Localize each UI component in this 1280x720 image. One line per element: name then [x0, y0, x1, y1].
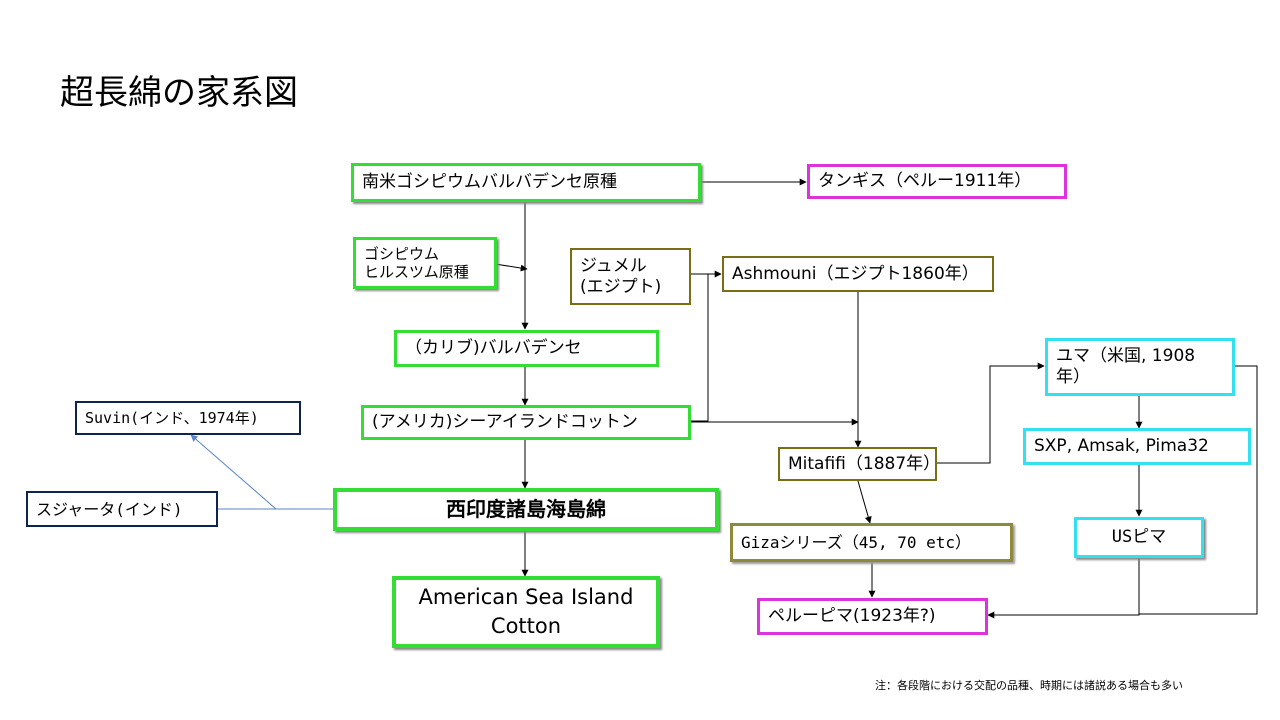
giza-label: Gizaシリーズ（45, 70 etc）: [741, 533, 972, 552]
node-american-sea-island-jp: (アメリカ)シーアイランドコットン: [361, 405, 691, 440]
node-peru-pima: ペルーピマ(1923年?): [757, 598, 988, 635]
node-south-american-origin: 南米ゴシピウムバルバデンセ原種: [351, 163, 701, 202]
node-tanguis: タンギス（ペルー1911年）: [807, 164, 1067, 199]
node-caribbean-barbadense: （カリブ)バルバデンセ: [394, 330, 659, 367]
footnote: 注：各段階における交配の品種、時期には諸説ある場合も多い: [875, 679, 1183, 692]
node-sxp-amsak-pima32: SXP, Amsak, Pima32: [1023, 428, 1251, 465]
node-yuma: ユマ（米国, 1908 年）: [1045, 338, 1235, 396]
node-us-pima: USピマ: [1074, 517, 1204, 558]
edge-sujata-to-suvin: [190, 434, 277, 510]
node-mitafifi: Mitafifi（1887年）: [778, 447, 940, 481]
slide-title: 超長綿の家系図: [60, 73, 298, 113]
node-american-sea-island-cotton: American Sea Island Cotton: [392, 576, 660, 648]
edge-mitafifi-to-yuma: [936, 362, 1045, 464]
edge-mitafifi-to-giza: [857, 480, 872, 524]
node-giza-series: Gizaシリーズ（45, 70 etc）: [730, 523, 1013, 562]
node-jumel: ジュメル (エジプト): [570, 248, 691, 305]
node-ashmouni: Ashmouni（エジプト1860年）: [722, 256, 994, 292]
node-hirsutum-origin: ゴシピウム ヒルスツム原種: [353, 237, 497, 289]
edge-hirsutum-to-trunk: [494, 263, 528, 272]
edge-american-to-ashmouni: [690, 274, 709, 422]
edge-uspima-to-perupima: [987, 558, 1140, 619]
node-west-indian-sea-island: 西印度諸島海島綿: [333, 488, 719, 531]
edge-yuma-to-perupima: [1139, 365, 1258, 615]
node-sujata: スジャータ(インド): [26, 491, 218, 527]
node-suvin: Suvin(インド、1974年): [75, 401, 301, 435]
